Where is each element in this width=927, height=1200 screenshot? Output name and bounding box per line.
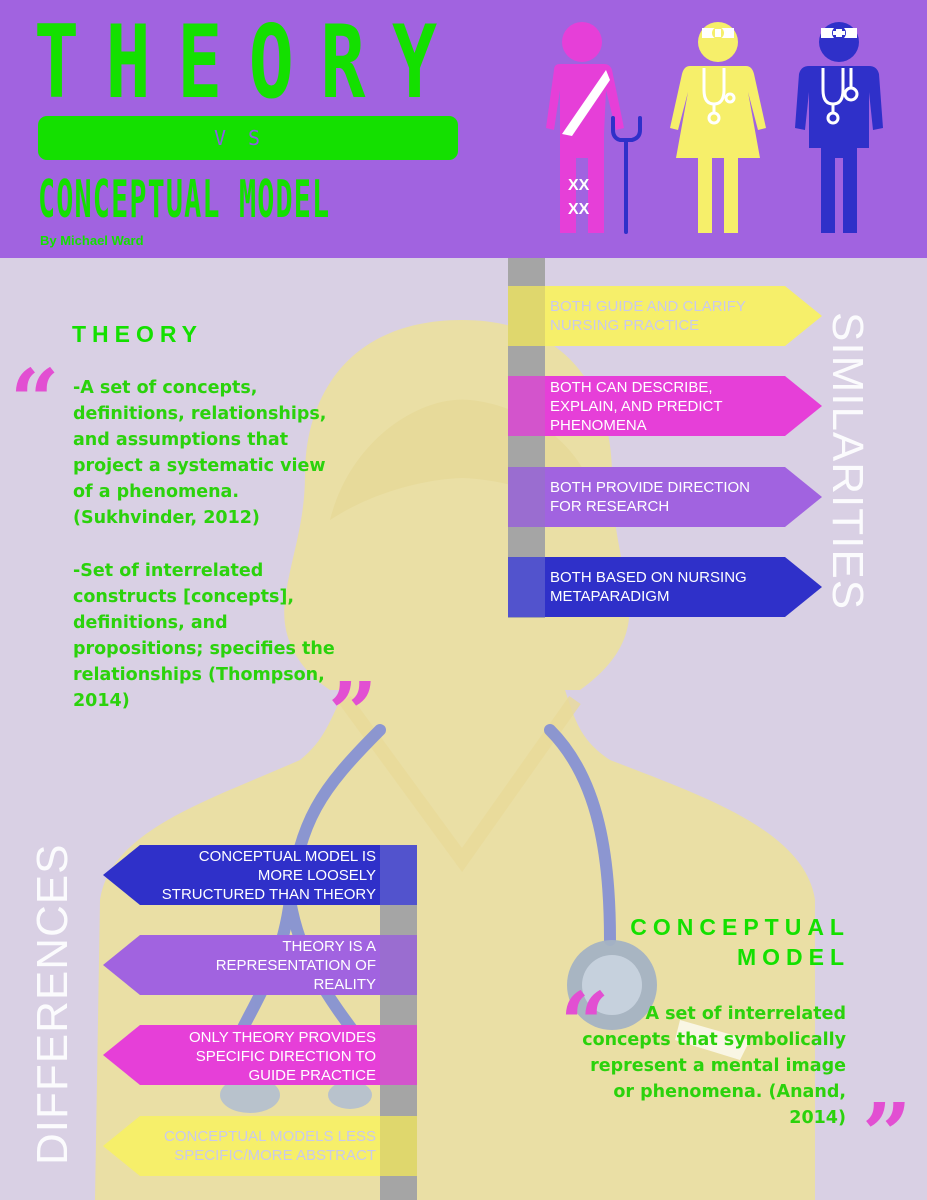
difference-arrow-1 [103,845,417,905]
similarity-arrow-1 [508,286,822,346]
vs-label: VS [213,126,283,150]
theory-close-quote-icon: ” [328,664,378,765]
author-byline: By Michael Ward [40,233,144,248]
difference-arrow-2 [103,935,417,995]
difference-text-3: ONLY THEORY PROVIDES SPECIFIC DIRECTION … [188,1029,376,1084]
bandage-x-bottom: XX [568,201,590,218]
main-title-theory: THEORY [34,3,464,122]
similarity-text-1: BOTH GUIDE AND CLARIFY NURSING PRACTICE [550,298,746,334]
main-title-conceptual-model: CONCEPTUAL MODEL [38,169,331,230]
model-open-quote-icon: “ [560,974,610,1075]
theory-definition-1: -A set of concepts, definitions, relatio… [73,378,327,528]
similarity-arrow-2 [508,376,822,436]
similarity-arrow-3 [508,467,822,527]
conceptual-model-heading-line1: CONCEPTUAL [630,914,850,940]
similarity-text-4: BOTH BASED ON NURSING METAPARADIGM [550,569,747,605]
similarity-text-2: BOTH CAN DESCRIBE, EXPLAIN, AND PREDICT … [550,379,723,434]
difference-arrow-3 [103,1025,417,1085]
theory-definition-2: -Set of interrelated constructs [concept… [73,561,335,711]
bandage-x-top: XX [568,177,590,194]
similarity-arrow-4 [508,557,822,617]
conceptual-model-definition: A set of interrelated concepts that symb… [582,1004,846,1128]
similarity-text-3: BOTH PROVIDE DIRECTION FOR RESEARCH [550,479,751,515]
difference-text-2: THEORY IS A REPRESENTATION OF REALITY [215,938,376,993]
difference-text-1: CONCEPTUAL MODEL IS MORE LOOSELY STRUCTU… [161,848,376,903]
difference-arrow-4 [103,1116,417,1176]
male-doctor-icon [795,22,883,233]
conceptual-model-heading-line2: MODEL [736,944,850,970]
difference-text-4: CONCEPTUAL MODELS LESS SPECIFIC/MORE ABS… [164,1128,376,1164]
vs-bar [38,116,458,160]
model-close-quote-icon: ” [862,1085,912,1186]
patient-with-cane-icon: XX XX [546,22,642,234]
differences-label: DIFFERENCES [28,843,77,1165]
theory-open-quote-icon: “ [10,351,60,452]
female-nurse-icon [670,22,766,233]
theory-heading: THEORY [72,321,203,347]
